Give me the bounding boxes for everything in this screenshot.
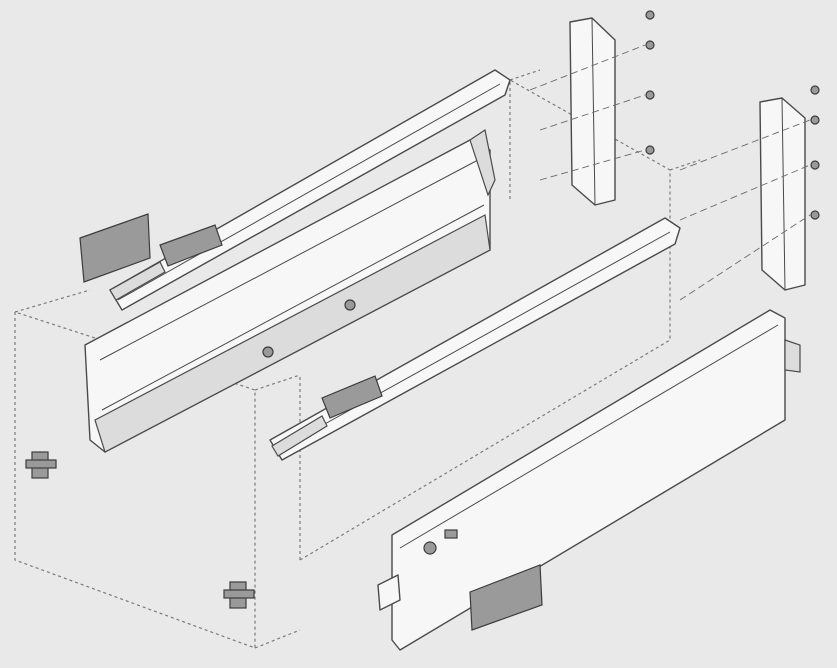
drawer-side-right (377, 309, 801, 651)
rear-bracket-left (569, 17, 616, 206)
screws (529, 10, 820, 301)
cover-cap-left (79, 213, 151, 283)
front-fixing-bracket-lower (223, 581, 255, 609)
cabinet-outline (14, 69, 701, 649)
drawer-side-left (84, 129, 496, 453)
rear-bracket-right (759, 97, 806, 291)
front-fixing-bracket-upper (25, 451, 57, 479)
soft-close-unit-right (271, 375, 383, 457)
cover-cap-right (469, 564, 543, 631)
soft-close-unit-left (109, 224, 223, 301)
